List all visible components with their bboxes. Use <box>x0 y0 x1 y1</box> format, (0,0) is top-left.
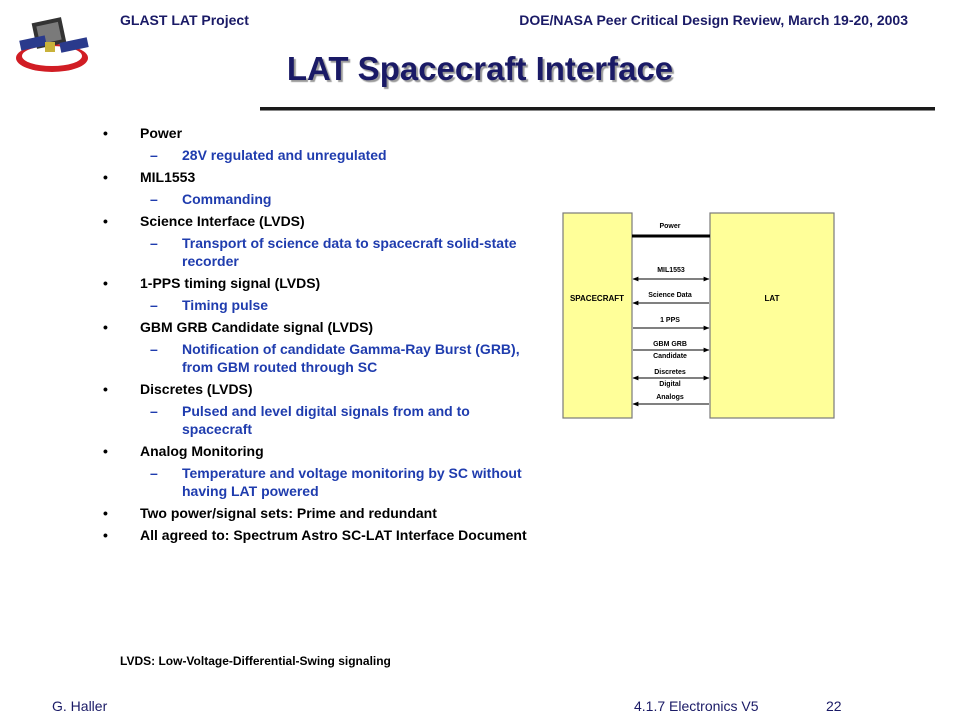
spacecraft-box <box>562 212 633 419</box>
sub-bullet-power: 28V regulated and unregulated <box>100 146 530 164</box>
signal-discretes: Discretes <box>654 369 686 376</box>
signal-power: Power <box>659 223 680 230</box>
footer-section: 4.1.7 Electronics V5 <box>634 698 759 714</box>
bullet-power-signal-sets: Two power/signal sets: Prime and redunda… <box>100 504 530 522</box>
footer-author: G. Haller <box>52 698 108 714</box>
sub-bullet-mil1553: Commanding <box>100 190 530 208</box>
header-project: GLAST LAT Project <box>120 12 249 28</box>
signal-science-data: Science Data <box>648 292 692 299</box>
spacecraft-label: SPACECRAFT <box>570 294 624 303</box>
bullet-1pps: 1-PPS timing signal (LVDS) <box>100 274 530 292</box>
signal-mil1553: MIL1553 <box>657 267 685 274</box>
bullet-analog-monitoring: Analog Monitoring <box>100 442 530 460</box>
bullet-mil1553: MIL1553 <box>100 168 530 186</box>
sub-bullet-1pps: Timing pulse <box>100 296 530 314</box>
interface-block-diagram: SPACECRAFT LAT Power MIL1553 Science Dat… <box>562 212 835 419</box>
signal-gbm-grb: GBM GRB <box>653 341 687 348</box>
footer-page-number: 22 <box>826 698 842 714</box>
sub-bullet-science-interface: Transport of science data to spacecraft … <box>100 234 530 270</box>
bullet-icd-agreement: All agreed to: Spectrum Astro SC-LAT Int… <box>100 526 530 544</box>
bullet-list: Power 28V regulated and unregulated MIL1… <box>100 124 530 548</box>
lat-box <box>709 212 835 419</box>
lvds-footnote: LVDS: Low-Voltage-Differential-Swing sig… <box>120 654 391 668</box>
bullet-power: Power <box>100 124 530 142</box>
title-rule <box>260 107 935 111</box>
signal-analogs: Analogs <box>656 394 684 401</box>
bullet-science-interface: Science Interface (LVDS) <box>100 212 530 230</box>
header-review: DOE/NASA Peer Critical Design Review, Ma… <box>519 12 908 28</box>
sub-bullet-discretes: Pulsed and level digital signals from an… <box>100 402 530 438</box>
bullet-discretes: Discretes (LVDS) <box>100 380 530 398</box>
bullet-gbm-grb: GBM GRB Candidate signal (LVDS) <box>100 318 530 336</box>
signal-digital: Digital <box>659 381 680 388</box>
signal-candidate: Candidate <box>653 353 687 360</box>
sub-bullet-analog-monitoring: Temperature and voltage monitoring by SC… <box>100 464 530 500</box>
glast-satellite-logo <box>16 17 89 72</box>
lat-label: LAT <box>765 294 780 303</box>
signal-1pps: 1 PPS <box>660 317 680 324</box>
sub-bullet-gbm-grb: Notification of candidate Gamma-Ray Burs… <box>100 340 530 376</box>
slide-title: LAT Spacecraft Interface <box>286 50 674 87</box>
